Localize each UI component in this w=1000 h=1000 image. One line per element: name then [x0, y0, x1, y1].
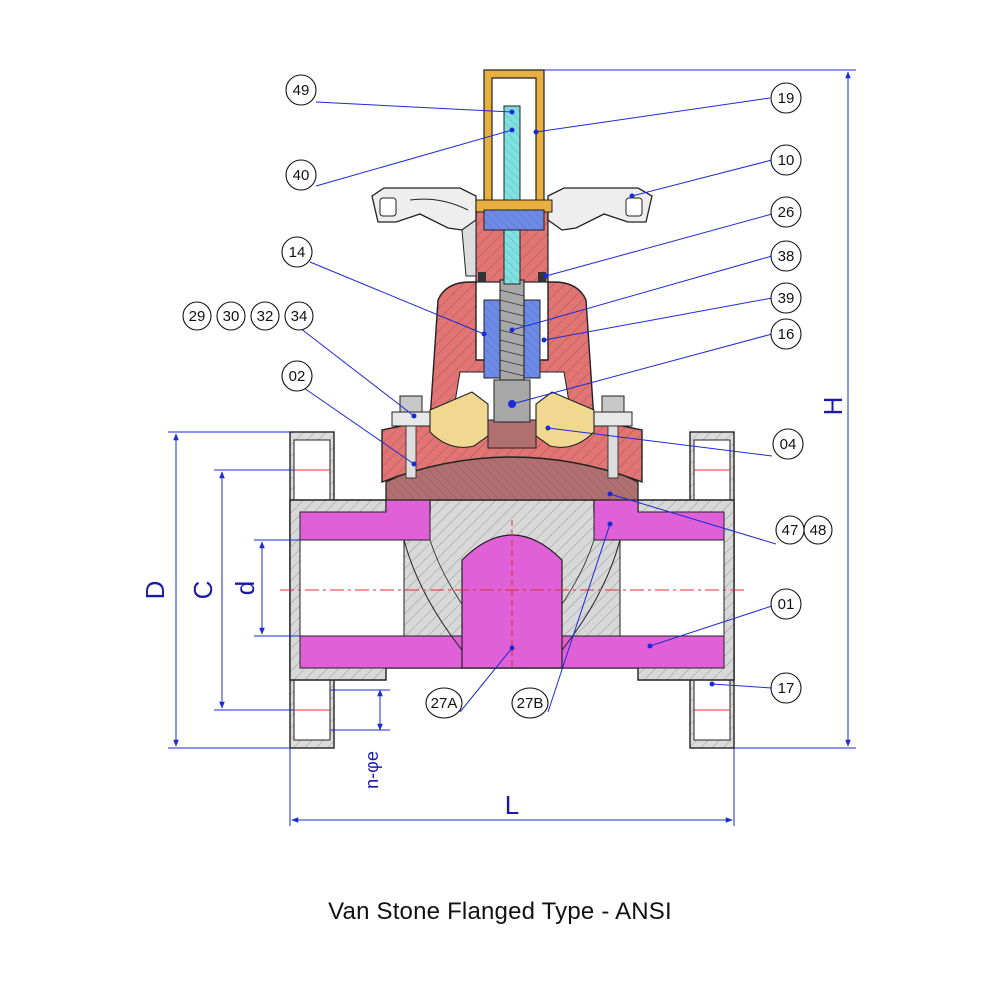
callout-bubbles: 49 40 14 29 30 32 34: [182, 74, 833, 719]
svg-text:30: 30: [223, 308, 240, 325]
dimensions: [168, 69, 856, 826]
bushing-hatch-l: [484, 300, 502, 378]
bonnet-bolts: [391, 395, 633, 479]
svg-text:14: 14: [289, 244, 306, 261]
callout-48: 48: [803, 515, 833, 545]
handwheel-body-r: [547, 187, 653, 231]
svg-text:04: 04: [780, 436, 797, 453]
callout-01: 01: [770, 588, 802, 620]
body-bore-right: [619, 539, 725, 637]
callout-19: 19: [770, 82, 802, 114]
callout-27A: 27A: [425, 687, 463, 719]
nut-right: [593, 411, 633, 427]
svg-text:27A: 27A: [431, 695, 458, 712]
indicator-hatch: [504, 106, 520, 284]
svg-text:19: 19: [778, 90, 795, 107]
callout-14: 14: [281, 236, 313, 268]
callout-17: 17: [770, 672, 802, 704]
body-bore-left: [299, 539, 405, 637]
callout-34: 34: [284, 301, 314, 331]
bushing-hatch-r: [522, 300, 540, 378]
svg-text:29: 29: [189, 308, 206, 325]
callout-04: 04: [772, 428, 804, 460]
svg-text:02: 02: [289, 368, 306, 385]
handwheel: [371, 187, 653, 277]
svg-text:40: 40: [293, 167, 310, 184]
svg-text:49: 49: [293, 82, 310, 99]
svg-text:27B: 27B: [517, 695, 544, 712]
svg-text:16: 16: [778, 326, 795, 343]
svg-text:17: 17: [778, 680, 795, 697]
callout-leaders: [299, 97, 777, 713]
callout-27B: 27B: [511, 687, 549, 719]
dim-H-label: H: [818, 397, 848, 416]
svg-text:32: 32: [257, 308, 274, 325]
callout-10: 10: [770, 144, 802, 176]
callout-40: 40: [285, 159, 317, 191]
callout-02: 02: [281, 360, 313, 392]
dim-D-label: D: [140, 581, 170, 600]
handwheel-detail: [409, 198, 469, 211]
callout-49: 49: [285, 74, 317, 106]
svg-text:34: 34: [291, 308, 308, 325]
callout-16: 16: [770, 318, 802, 350]
handwheel-skirt: [461, 219, 477, 277]
svg-text:38: 38: [778, 248, 795, 265]
svg-text:39: 39: [778, 290, 795, 307]
callout-38: 38: [770, 240, 802, 272]
svg-text:47: 47: [782, 522, 799, 539]
callout-30: 30: [216, 301, 246, 331]
valve-body: [280, 499, 744, 681]
compressor: [429, 391, 595, 449]
oring-left: [478, 272, 486, 282]
callout-29: 29: [182, 301, 212, 331]
svg-text:48: 48: [810, 522, 827, 539]
svg-text:26: 26: [778, 204, 795, 221]
handwheel-spoke-l: [379, 197, 397, 217]
stud-right: [607, 425, 619, 479]
callout-39: 39: [770, 282, 802, 314]
svg-text:01: 01: [778, 596, 795, 613]
callout-26: 26: [770, 196, 802, 228]
svg-text:10: 10: [778, 152, 795, 169]
flow-curve-left: [403, 539, 471, 661]
stud-left: [405, 425, 417, 479]
dim-d-label: d: [230, 581, 260, 595]
callout-leader-dots: [411, 109, 715, 687]
indicator-cap: [475, 69, 553, 231]
callout-47: 47: [775, 515, 805, 545]
flow-curve-right: [553, 539, 621, 661]
oring-right: [538, 272, 546, 282]
cap-nut-hatch: [484, 210, 544, 230]
dim-C-label: C: [188, 581, 218, 600]
dim-L-label: L: [505, 790, 519, 820]
compressor-hub: [487, 419, 537, 449]
dim-holes-label: n-φe: [362, 751, 382, 789]
stem-assembly: [478, 105, 546, 423]
callout-32: 32: [250, 301, 280, 331]
diagram-caption: Van Stone Flanged Type - ANSI: [328, 898, 672, 925]
handwheel-spoke-r: [625, 197, 643, 217]
